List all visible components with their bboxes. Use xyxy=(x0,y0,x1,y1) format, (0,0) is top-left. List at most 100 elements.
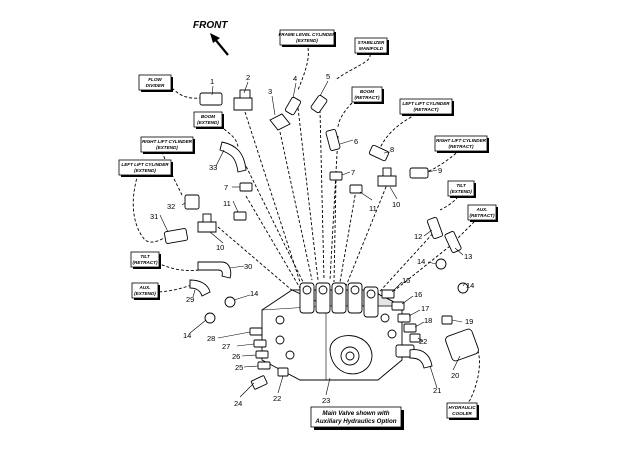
label-aux-retract: AUX. (RETRACT) xyxy=(467,204,498,222)
fitting-19 xyxy=(441,315,453,325)
svg-text:(RETRACT): (RETRACT) xyxy=(354,95,379,100)
callout-10-left: 10 xyxy=(216,243,224,252)
fitting-22a xyxy=(277,367,289,377)
fitting-3 xyxy=(269,113,291,131)
callout-33: 33 xyxy=(209,163,217,172)
callout-15: 15 xyxy=(402,276,410,285)
front-indicator: FRONT xyxy=(193,20,229,56)
svg-text:MANIFOLD: MANIFOLD xyxy=(359,46,384,51)
svg-text:DIVIDER: DIVIDER xyxy=(146,83,165,88)
callout-23: 23 xyxy=(322,396,330,405)
fitting-15 xyxy=(381,289,395,299)
callout-12: 12 xyxy=(414,232,422,241)
front-arrow-icon xyxy=(213,37,229,56)
svg-text:(RETRACT): (RETRACT) xyxy=(413,107,438,112)
fitting-17 xyxy=(397,313,411,323)
fitting-2 xyxy=(233,97,253,111)
fitting-31 xyxy=(163,228,189,244)
callout-14-d: 14 xyxy=(183,331,191,340)
callout-24: 24 xyxy=(234,399,242,408)
callout-10-right: 10 xyxy=(392,200,400,209)
fitting-14c xyxy=(435,258,447,270)
svg-text:(RETRACT): (RETRACT) xyxy=(132,260,157,265)
svg-text:LEFT LIFT CYLINDER: LEFT LIFT CYLINDER xyxy=(402,101,450,106)
fitting-7b xyxy=(329,171,343,181)
fitting-25 xyxy=(257,361,271,370)
svg-text:STABILIZER: STABILIZER xyxy=(358,40,385,45)
label-right-lift-extend: RIGHT LIFT CYLINDER (EXTEND) xyxy=(140,136,195,154)
callout-8: 8 xyxy=(390,145,394,154)
label-boom-extend: BOOM (EXTEND) xyxy=(193,111,224,129)
callout-25: 25 xyxy=(235,363,243,372)
svg-text:FLOW: FLOW xyxy=(148,77,162,82)
svg-text:COOLER: COOLER xyxy=(452,411,472,416)
fittings xyxy=(163,89,479,390)
callout-21: 21 xyxy=(433,386,441,395)
svg-text:FRAME LEVEL CYLINDER: FRAME LEVEL CYLINDER xyxy=(278,32,336,37)
callout-16: 16 xyxy=(414,290,422,299)
caption-line-2: Auxiliary Hydraulics Option xyxy=(314,418,396,425)
callout-2: 2 xyxy=(246,73,250,82)
svg-text:(EXTEND): (EXTEND) xyxy=(156,145,178,150)
label-boxes: FLOW DIVIDER FRAME LEVEL CYLINDER (EXTEN… xyxy=(118,29,498,420)
fitting-14a xyxy=(224,296,236,308)
caption-line-1: Main Valve shown with xyxy=(322,410,389,417)
fitting-9 xyxy=(409,167,429,179)
fitting-26 xyxy=(255,350,269,359)
callout-14-b: 14 xyxy=(466,281,474,290)
svg-text:RIGHT LIFT CYLINDER: RIGHT LIFT CYLINDER xyxy=(142,139,193,144)
label-tilt-extend: TILT (EXTEND) xyxy=(447,180,476,198)
label-boom-retract: BOOM (RETRACT) xyxy=(351,86,384,104)
callout-18: 18 xyxy=(424,316,432,325)
fitting-7a xyxy=(239,182,253,192)
fitting-5 xyxy=(310,94,328,114)
fitting-10b xyxy=(197,221,217,233)
label-hydraulic-cooler: HYDRAULIC COOLER xyxy=(446,402,479,420)
callout-32: 32 xyxy=(167,202,175,211)
leader-lines xyxy=(159,80,466,398)
callout-29: 29 xyxy=(186,295,194,304)
label-stabilizer: STABILIZER MANIFOLD xyxy=(354,37,389,55)
label-flow-divider: FLOW DIVIDER xyxy=(138,74,173,92)
callout-numbers: 1 2 3 4 5 6 7 7 8 9 10 10 11 11 12 13 14… xyxy=(150,72,474,408)
callout-11-left: 11 xyxy=(223,199,231,208)
callout-30: 30 xyxy=(244,262,252,271)
label-tilt-retract: TILT (RETRACT) xyxy=(130,251,161,269)
svg-text:(RETRACT): (RETRACT) xyxy=(448,144,473,149)
callout-26: 26 xyxy=(232,352,240,361)
fitting-11a xyxy=(349,184,363,194)
fitting-33 xyxy=(219,141,247,173)
svg-text:(EXTEND): (EXTEND) xyxy=(134,291,156,296)
label-right-lift-retract: RIGHT LIFT CYLINDER (RETRACT) xyxy=(434,135,489,153)
fitting-16 xyxy=(391,301,405,311)
fitting-13 xyxy=(444,231,462,253)
callout-3: 3 xyxy=(268,87,272,96)
svg-text:HYDRAULIC: HYDRAULIC xyxy=(448,405,476,410)
label-left-lift-extend: LEFT LIFT CYLINDER (EXTEND) xyxy=(118,159,173,177)
callout-17: 17 xyxy=(421,304,429,313)
hose-routes xyxy=(132,47,480,408)
svg-text:(EXTEND): (EXTEND) xyxy=(134,168,156,173)
callout-7-right: 7 xyxy=(351,168,355,177)
fitting-21 xyxy=(409,349,433,369)
callout-27: 27 xyxy=(222,342,230,351)
callout-9: 9 xyxy=(438,166,442,175)
callout-5: 5 xyxy=(326,72,330,81)
svg-text:TILT: TILT xyxy=(140,254,151,259)
callout-14-c: 14 xyxy=(250,289,258,298)
callout-14-a: 14 xyxy=(417,257,425,266)
front-arrowhead-icon xyxy=(210,33,220,43)
front-label: FRONT xyxy=(193,20,228,31)
callout-7-left: 7 xyxy=(224,183,228,192)
svg-text:(RETRACT): (RETRACT) xyxy=(469,213,494,218)
fitting-11b xyxy=(233,211,247,221)
fitting-1 xyxy=(199,92,223,106)
label-aux-extend: AUX. (EXTEND) xyxy=(131,282,160,300)
fitting-28 xyxy=(249,327,263,336)
callout-6: 6 xyxy=(354,137,358,146)
main-valve xyxy=(261,282,415,381)
fitting-8 xyxy=(368,144,390,162)
callout-13: 13 xyxy=(464,252,472,261)
fitting-14d xyxy=(457,282,469,294)
